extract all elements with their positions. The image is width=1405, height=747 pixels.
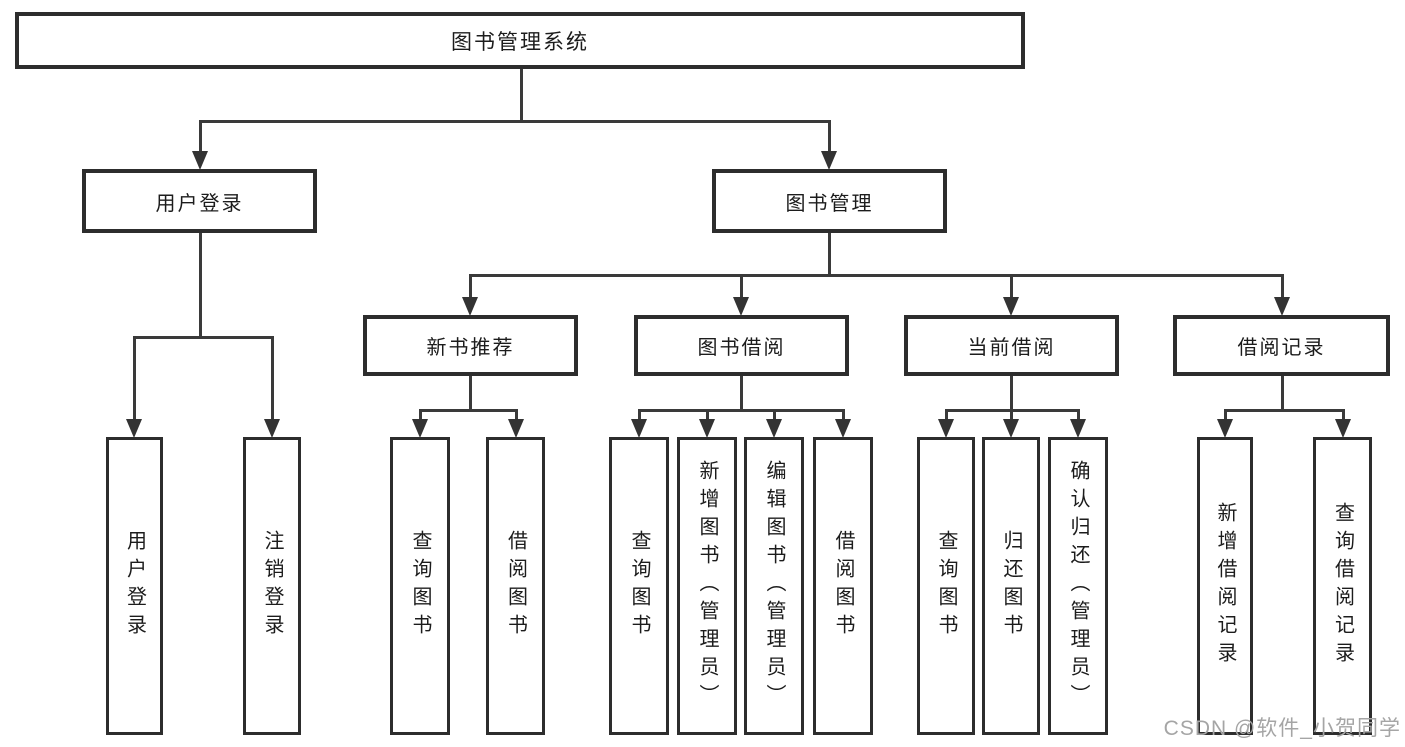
connector-stem [827, 233, 831, 277]
node-new-book-recommend: 新书推荐 [363, 315, 578, 376]
arrowhead-down-icon [1003, 297, 1019, 316]
connector-drop [1341, 409, 1345, 421]
connector-drop [418, 409, 422, 421]
node-label: 新书推荐 [426, 337, 515, 359]
arrowhead-down-icon [1217, 419, 1233, 438]
arrowhead-down-icon [766, 419, 782, 438]
connector-stem [198, 233, 202, 339]
node-current-return-books: 归还图书 [982, 437, 1040, 735]
connector-stem [519, 69, 523, 123]
connector-branch [468, 274, 1284, 277]
arrowhead-down-icon [1274, 297, 1290, 316]
connector-branch [637, 409, 845, 412]
node-user-login: 用户登录 [82, 169, 317, 233]
node-label: 借阅图书 [504, 530, 527, 642]
connector-drop [1223, 409, 1227, 421]
connector-drop [739, 274, 743, 299]
node-label: 新增借阅记录 [1214, 502, 1236, 670]
arrowhead-down-icon [1003, 419, 1019, 438]
node-label: 编辑图书（管理员） [763, 460, 785, 712]
node-borrowing-records: 借阅记录 [1173, 315, 1390, 376]
node-label: 查询图书 [935, 530, 957, 642]
connector-branch [418, 409, 518, 412]
arrowhead-down-icon [508, 419, 524, 438]
node-book-borrowing: 图书借阅 [634, 315, 849, 376]
connector-drop [705, 409, 709, 421]
connector-drop [827, 120, 831, 153]
arrowhead-down-icon [1070, 419, 1086, 438]
connector-stem [1009, 376, 1013, 412]
node-label: 查询图书 [409, 530, 431, 642]
node-label: 归还图书 [1000, 530, 1022, 642]
node-user-login-leaf: 用户登录 [106, 437, 163, 735]
connector-stem [739, 376, 743, 412]
node-borrow-edit-books: 编辑图书（管理员） [744, 437, 804, 735]
arrowhead-down-icon [835, 419, 851, 438]
node-label: 新增图书（管理员） [696, 460, 718, 712]
arrowhead-down-icon [192, 151, 208, 170]
node-records-add-record: 新增借阅记录 [1197, 437, 1253, 735]
node-current-confirm-return: 确认归还（管理员） [1048, 437, 1108, 735]
node-records-query-record: 查询借阅记录 [1313, 437, 1372, 735]
arrowhead-down-icon [412, 419, 428, 438]
connector-drop [772, 409, 776, 421]
connector-stem [468, 376, 472, 412]
node-label: 当前借阅 [967, 337, 1056, 359]
connector-drop [1009, 274, 1013, 299]
connector-drop [637, 409, 641, 421]
node-label: 确认归还（管理员） [1067, 460, 1089, 712]
node-current-query-books: 查询图书 [917, 437, 975, 735]
connector-drop [198, 120, 202, 153]
node-label: 借阅记录 [1237, 337, 1326, 359]
arrowhead-down-icon [126, 419, 142, 438]
connector-drop [132, 336, 136, 421]
node-recommend-query-books: 查询图书 [390, 437, 450, 735]
arrowhead-down-icon [264, 419, 280, 438]
connector-drop [944, 409, 948, 421]
node-label: 用户登录 [123, 530, 146, 642]
node-label: 图书管理系统 [451, 30, 589, 54]
connector-drop [1009, 409, 1013, 421]
node-label: 图书借阅 [697, 337, 786, 359]
node-label: 借阅图书 [832, 530, 854, 642]
node-current-borrowing: 当前借阅 [904, 315, 1119, 376]
node-label: 用户登录 [155, 192, 244, 215]
connector-drop [270, 336, 274, 421]
watermark: CSDN @软件_小贺同学 [1163, 717, 1401, 740]
node-label: 注销登录 [261, 530, 283, 642]
node-root: 图书管理系统 [15, 12, 1025, 69]
node-borrow-borrow-books: 借阅图书 [813, 437, 873, 735]
arrowhead-down-icon [462, 297, 478, 316]
connector-drop [468, 274, 472, 299]
node-recommend-borrow-books: 借阅图书 [486, 437, 545, 735]
connector-drop [841, 409, 845, 421]
node-label: 图书管理 [785, 192, 874, 215]
connector-drop [1280, 274, 1284, 299]
node-borrow-query-books: 查询图书 [609, 437, 669, 735]
arrowhead-down-icon [733, 297, 749, 316]
node-borrow-add-books: 新增图书（管理员） [677, 437, 737, 735]
connector-branch [1223, 409, 1345, 412]
connector-drop [514, 409, 518, 421]
node-book-management: 图书管理 [712, 169, 947, 233]
connector-drop [1076, 409, 1080, 421]
node-label: 查询借阅记录 [1331, 502, 1354, 670]
connector-stem [1280, 376, 1284, 412]
node-label: 查询图书 [628, 530, 650, 642]
arrowhead-down-icon [631, 419, 647, 438]
arrowhead-down-icon [821, 151, 837, 170]
node-logout-leaf: 注销登录 [243, 437, 301, 735]
arrowhead-down-icon [938, 419, 954, 438]
arrowhead-down-icon [1335, 419, 1351, 438]
connector-branch [132, 336, 274, 339]
arrowhead-down-icon [699, 419, 715, 438]
connector-branch [198, 120, 831, 123]
